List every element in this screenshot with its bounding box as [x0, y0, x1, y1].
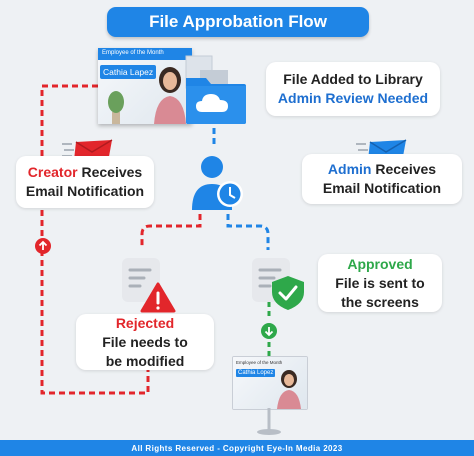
- user-clock-icon: [192, 156, 243, 210]
- down-arrow-icon: [261, 323, 277, 339]
- screen-stand-icon: [257, 408, 281, 435]
- rejected-card-highlight: Rejected: [115, 314, 175, 331]
- creator-card-highlight: Creator: [27, 164, 78, 180]
- admin-card-highlight: Admin: [327, 161, 372, 177]
- screen-thumbnail-name: Cathia Lopez: [236, 369, 276, 377]
- approved-document-icon: [252, 258, 304, 310]
- admin-card-rest: Receives: [371, 161, 437, 177]
- person-photo-icon: [154, 67, 186, 124]
- rejected-card-line2: File needs to: [102, 333, 188, 350]
- rejected-card-line3: be modified: [105, 352, 185, 369]
- admin-card: Admin Receives Email Notification: [302, 154, 462, 204]
- library-card: File Added to Library Admin Review Neede…: [266, 62, 440, 116]
- approved-card: Approved File is sent to the screens: [318, 254, 442, 312]
- creator-card: Creator Receives Email Notification: [16, 156, 154, 208]
- page-title: File Approbation Flow: [107, 7, 369, 37]
- rejected-card: Rejected File needs to be modified: [76, 314, 214, 370]
- footer-copyright: All Rights Reserved - Copyright Eye-In M…: [0, 440, 474, 456]
- library-card-line1: File Added to Library: [283, 71, 423, 87]
- creator-card-line2: Email Notification: [25, 183, 145, 199]
- approved-card-highlight: Approved: [347, 255, 413, 272]
- approved-card-line3: the screens: [341, 293, 419, 310]
- rejected-document-icon: [122, 258, 176, 313]
- cloud-folder-icon: [185, 55, 246, 124]
- approved-card-line2: File is sent to: [335, 274, 425, 291]
- thumbnail-name: Cathia Lapez: [100, 65, 157, 79]
- screen-thumbnail-header: Employee of the Month: [236, 360, 283, 365]
- plant-icon: [108, 91, 124, 124]
- employee-thumbnail-large: Employee of the Month Cathia Lapez: [98, 48, 192, 124]
- library-card-line2: Admin Review Needed: [277, 90, 429, 106]
- admin-card-line2: Email Notification: [322, 180, 442, 196]
- up-arrow-icon: [35, 238, 51, 254]
- screen-person-icon: [277, 370, 301, 409]
- display-screen: Employee of the Month Cathia Lopez: [232, 356, 308, 410]
- creator-card-rest: Receives: [77, 164, 143, 180]
- thumbnail-header: Employee of the Month: [102, 50, 164, 56]
